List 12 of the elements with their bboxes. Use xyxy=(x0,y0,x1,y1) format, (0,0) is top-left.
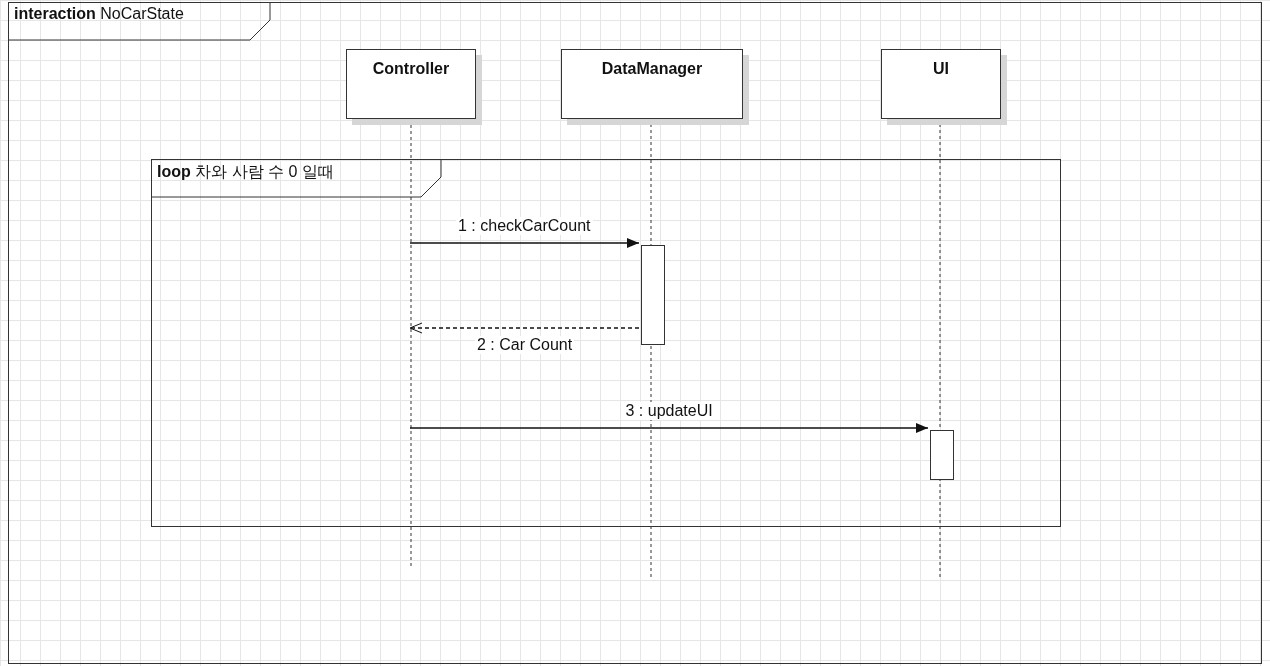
interaction-frame xyxy=(8,2,1262,664)
message-arrow xyxy=(409,423,929,433)
loop-fragment xyxy=(151,159,1061,527)
message-label: 1 : checkCarCount xyxy=(456,217,593,235)
fragment-title: interaction NoCarState xyxy=(14,5,184,23)
message-arrow xyxy=(409,238,640,248)
activation-bar xyxy=(930,430,954,480)
message-label: 3 : updateUI xyxy=(623,402,715,420)
return-message-arrow xyxy=(409,322,640,334)
message-label: 2 : Car Count xyxy=(475,336,575,354)
activation-bar xyxy=(641,245,665,345)
fragment-title: loop 차와 사람 수 0 일때 xyxy=(157,162,334,182)
